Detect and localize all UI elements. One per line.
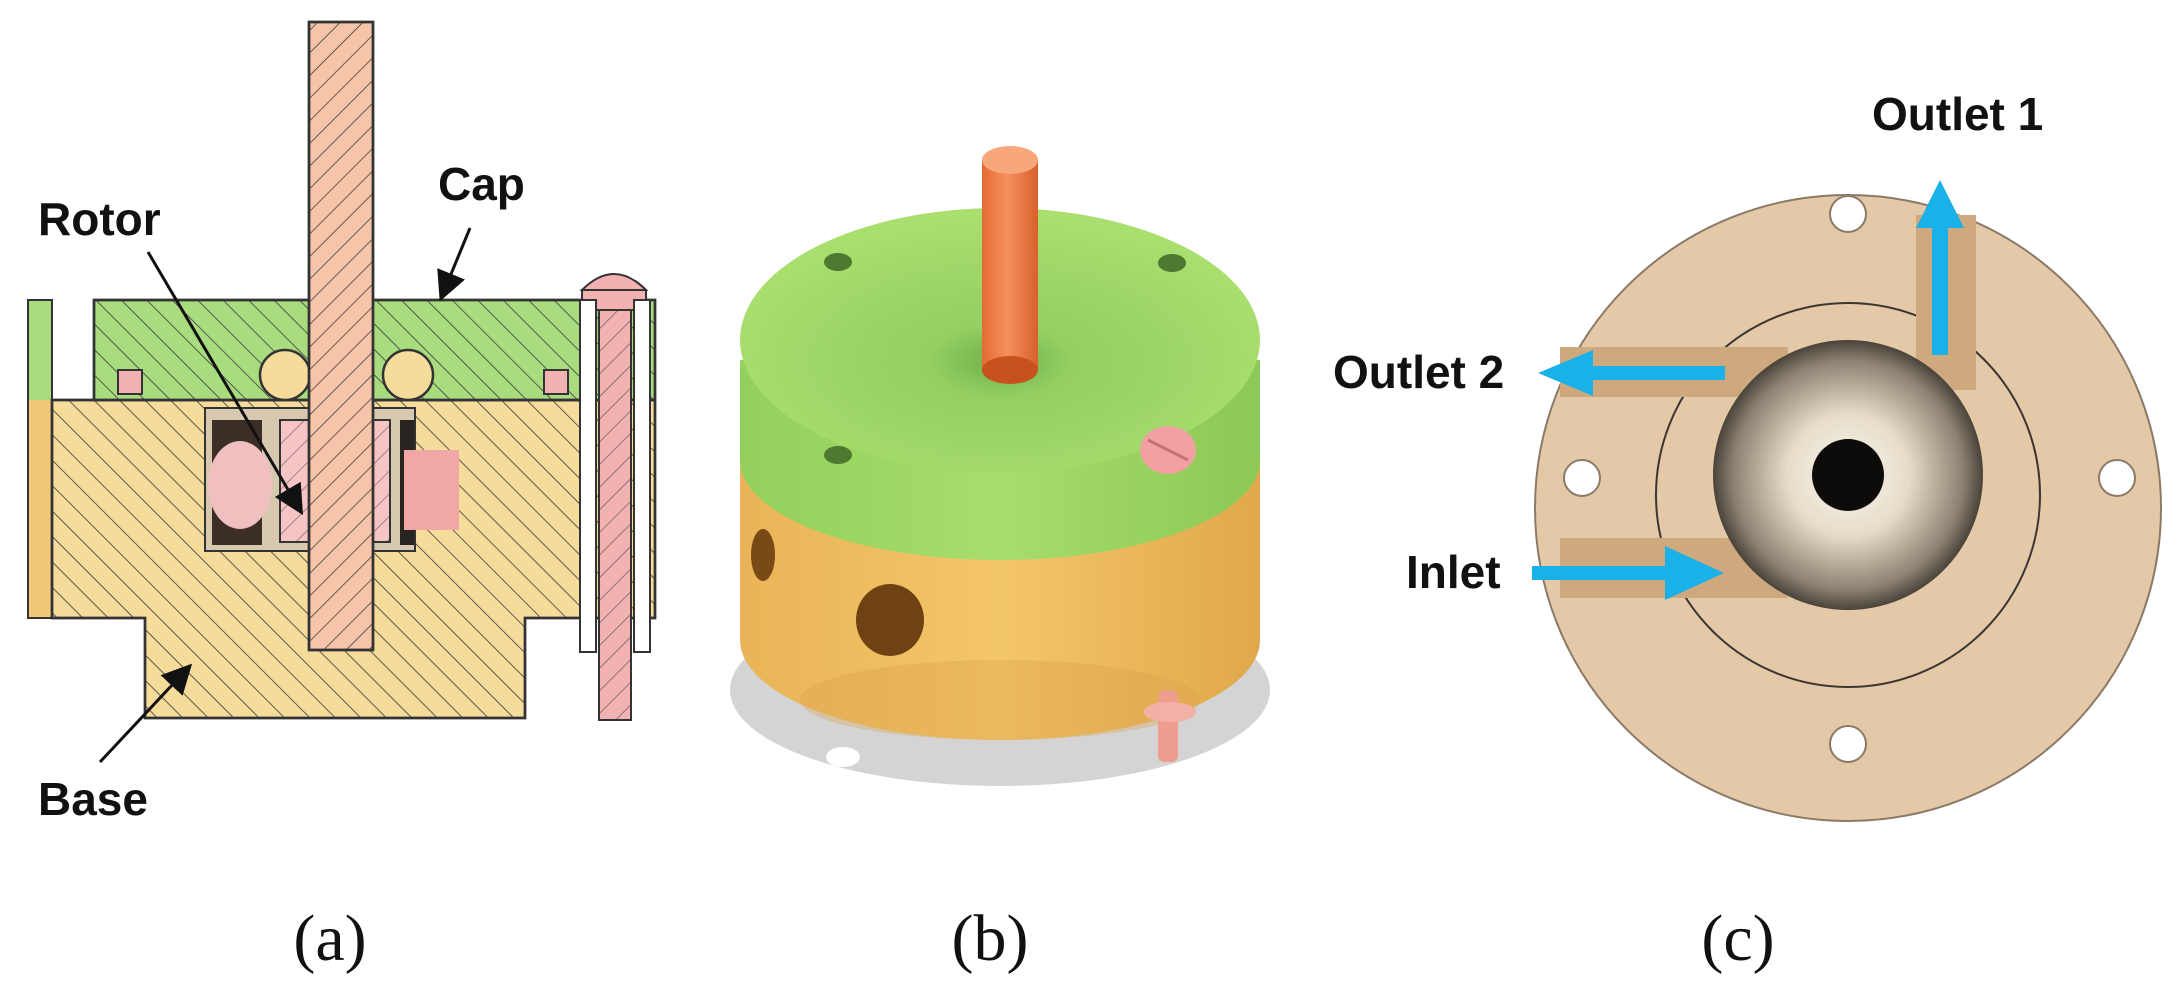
label-rotor: Rotor xyxy=(38,193,161,245)
inner-ring xyxy=(1655,302,2041,688)
panel-label-b: (b) xyxy=(952,902,1029,975)
shaft-3d xyxy=(982,146,1038,384)
outlet1-arrow xyxy=(1916,180,1964,355)
bolt-holes xyxy=(1563,195,2136,763)
o-rings xyxy=(117,348,569,402)
panel-b-3d-render xyxy=(730,146,1270,786)
outlet2-arrow xyxy=(1538,350,1725,396)
panel-label-a: (a) xyxy=(293,902,366,975)
shaft-section xyxy=(307,20,375,652)
flow-arrows xyxy=(1532,180,1964,600)
inlet-arrow xyxy=(1532,546,1724,600)
label-inlet: Inlet xyxy=(1406,546,1501,598)
label-base: Base xyxy=(38,773,148,825)
panel-label-c: (c) xyxy=(1701,902,1774,975)
bolt-section xyxy=(579,273,651,721)
label-outlet1: Outlet 1 xyxy=(1872,88,2043,140)
label-outlet2: Outlet 2 xyxy=(1333,346,1504,398)
center-bore xyxy=(1812,439,1884,511)
panel-a-cross-section: Rotor Cap Base xyxy=(27,20,657,825)
cap-section xyxy=(92,298,657,402)
panel-c-top-view: Outlet 1 Outlet 2 Inlet xyxy=(1333,88,2162,822)
label-cap: Cap xyxy=(438,158,525,210)
